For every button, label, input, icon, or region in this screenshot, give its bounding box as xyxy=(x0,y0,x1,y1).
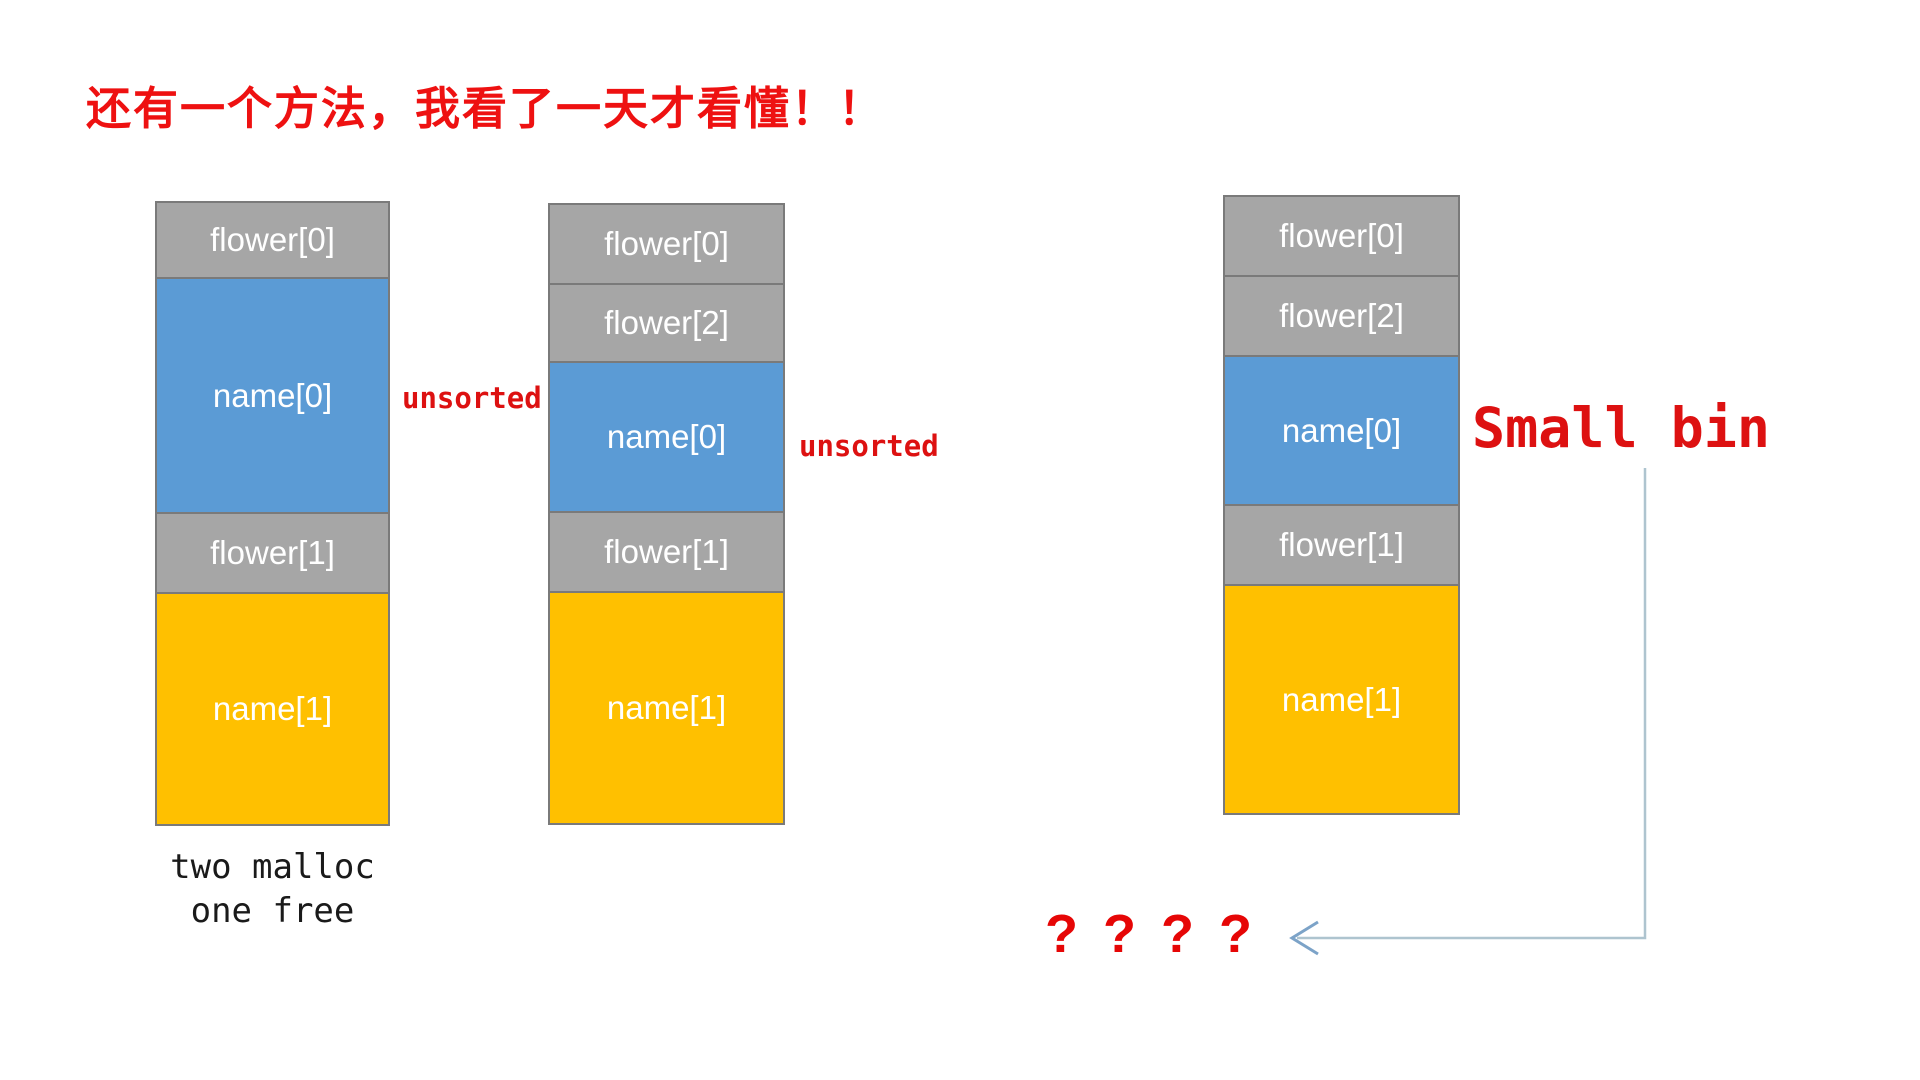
caption-two-malloc-one-free: two malloc one free xyxy=(130,846,415,933)
memory-block-flower0: flower[0] xyxy=(155,201,390,279)
memory-block-flower2: flower[2] xyxy=(1223,275,1460,357)
heap-column-2: flower[0] flower[2] name[0] flower[1] na… xyxy=(548,203,785,825)
unsorted-bin-label-2: unsorted xyxy=(799,429,939,463)
caption-line-1: two malloc xyxy=(170,847,375,887)
small-bin-label: Small bin xyxy=(1472,396,1771,460)
memory-block-name0: name[0] xyxy=(155,277,390,514)
memory-block-flower2: flower[2] xyxy=(548,283,785,363)
memory-block-flower1: flower[1] xyxy=(155,512,390,594)
memory-block-flower0: flower[0] xyxy=(1223,195,1460,277)
memory-block-flower0: flower[0] xyxy=(548,203,785,285)
caption-line-2: one free xyxy=(190,890,355,931)
memory-block-name1: name[1] xyxy=(1223,584,1460,815)
heap-column-1: flower[0] name[0] flower[1] name[1] xyxy=(155,201,390,826)
unsorted-bin-label-1: unsorted xyxy=(402,381,542,415)
memory-block-name1: name[1] xyxy=(155,592,390,826)
arrowhead-left-icon xyxy=(1289,920,1319,956)
memory-block-name0: name[0] xyxy=(548,361,785,513)
heap-column-3: flower[0] flower[2] name[0] flower[1] na… xyxy=(1223,195,1460,815)
memory-block-name1: name[1] xyxy=(548,591,785,825)
question-marks-label: ? ? ? ? xyxy=(1045,904,1252,964)
memory-block-flower1: flower[1] xyxy=(548,511,785,593)
memory-block-name0: name[0] xyxy=(1223,355,1460,506)
slide-title: 还有一个方法，我看了一天才看懂！！ xyxy=(86,83,886,134)
memory-block-flower1: flower[1] xyxy=(1223,504,1460,586)
